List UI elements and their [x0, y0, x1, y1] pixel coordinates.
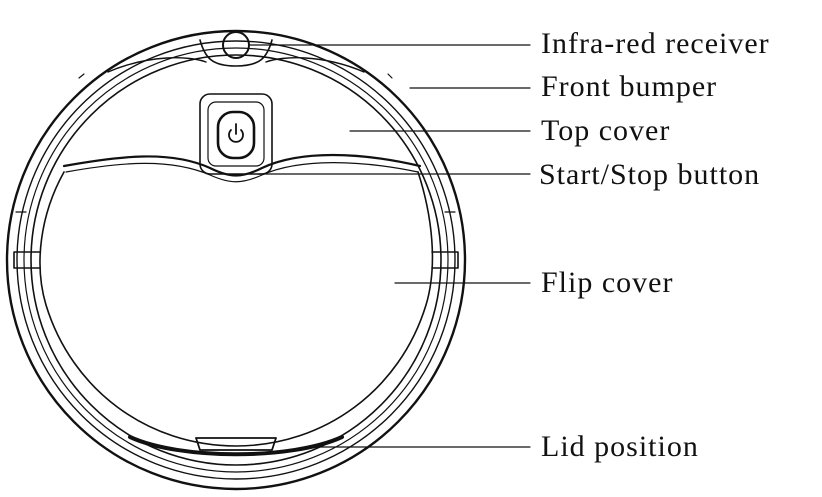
button-housing-inner: [207, 101, 265, 167]
side-notches: [13, 251, 459, 269]
label-lid-position: Lid position: [541, 430, 699, 463]
top-front-groove: [107, 57, 365, 73]
flip-cover-seam: [62, 153, 422, 177]
label-infrared-receiver: Infra-red receiver: [541, 27, 770, 60]
leader-lines: [248, 44, 531, 448]
front-bumper-ring: [16, 40, 456, 480]
flip-cover-seam-inner: [65, 162, 419, 183]
bumper-ticks: [15, 73, 456, 213]
start-stop-button[interactable]: [216, 110, 256, 160]
label-front-bumper: Front bumper: [541, 70, 718, 103]
outer-shell: [5, 29, 467, 491]
button-housing-outer: [199, 93, 273, 175]
receiver-housing: [199, 39, 273, 67]
bumper-inner-ring: [23, 47, 449, 473]
label-top-cover: Top cover: [541, 114, 671, 147]
label-flip-cover: Flip cover: [541, 266, 674, 299]
label-start-stop-button: Start/Stop button: [539, 158, 761, 191]
power-icon: [228, 123, 244, 143]
top-cover-rim: [30, 54, 442, 466]
infrared-receiver-icon: [222, 31, 250, 59]
lid-handle: [195, 437, 277, 451]
flip-cover: [39, 171, 434, 447]
bottom-rim-thick: [128, 435, 344, 457]
